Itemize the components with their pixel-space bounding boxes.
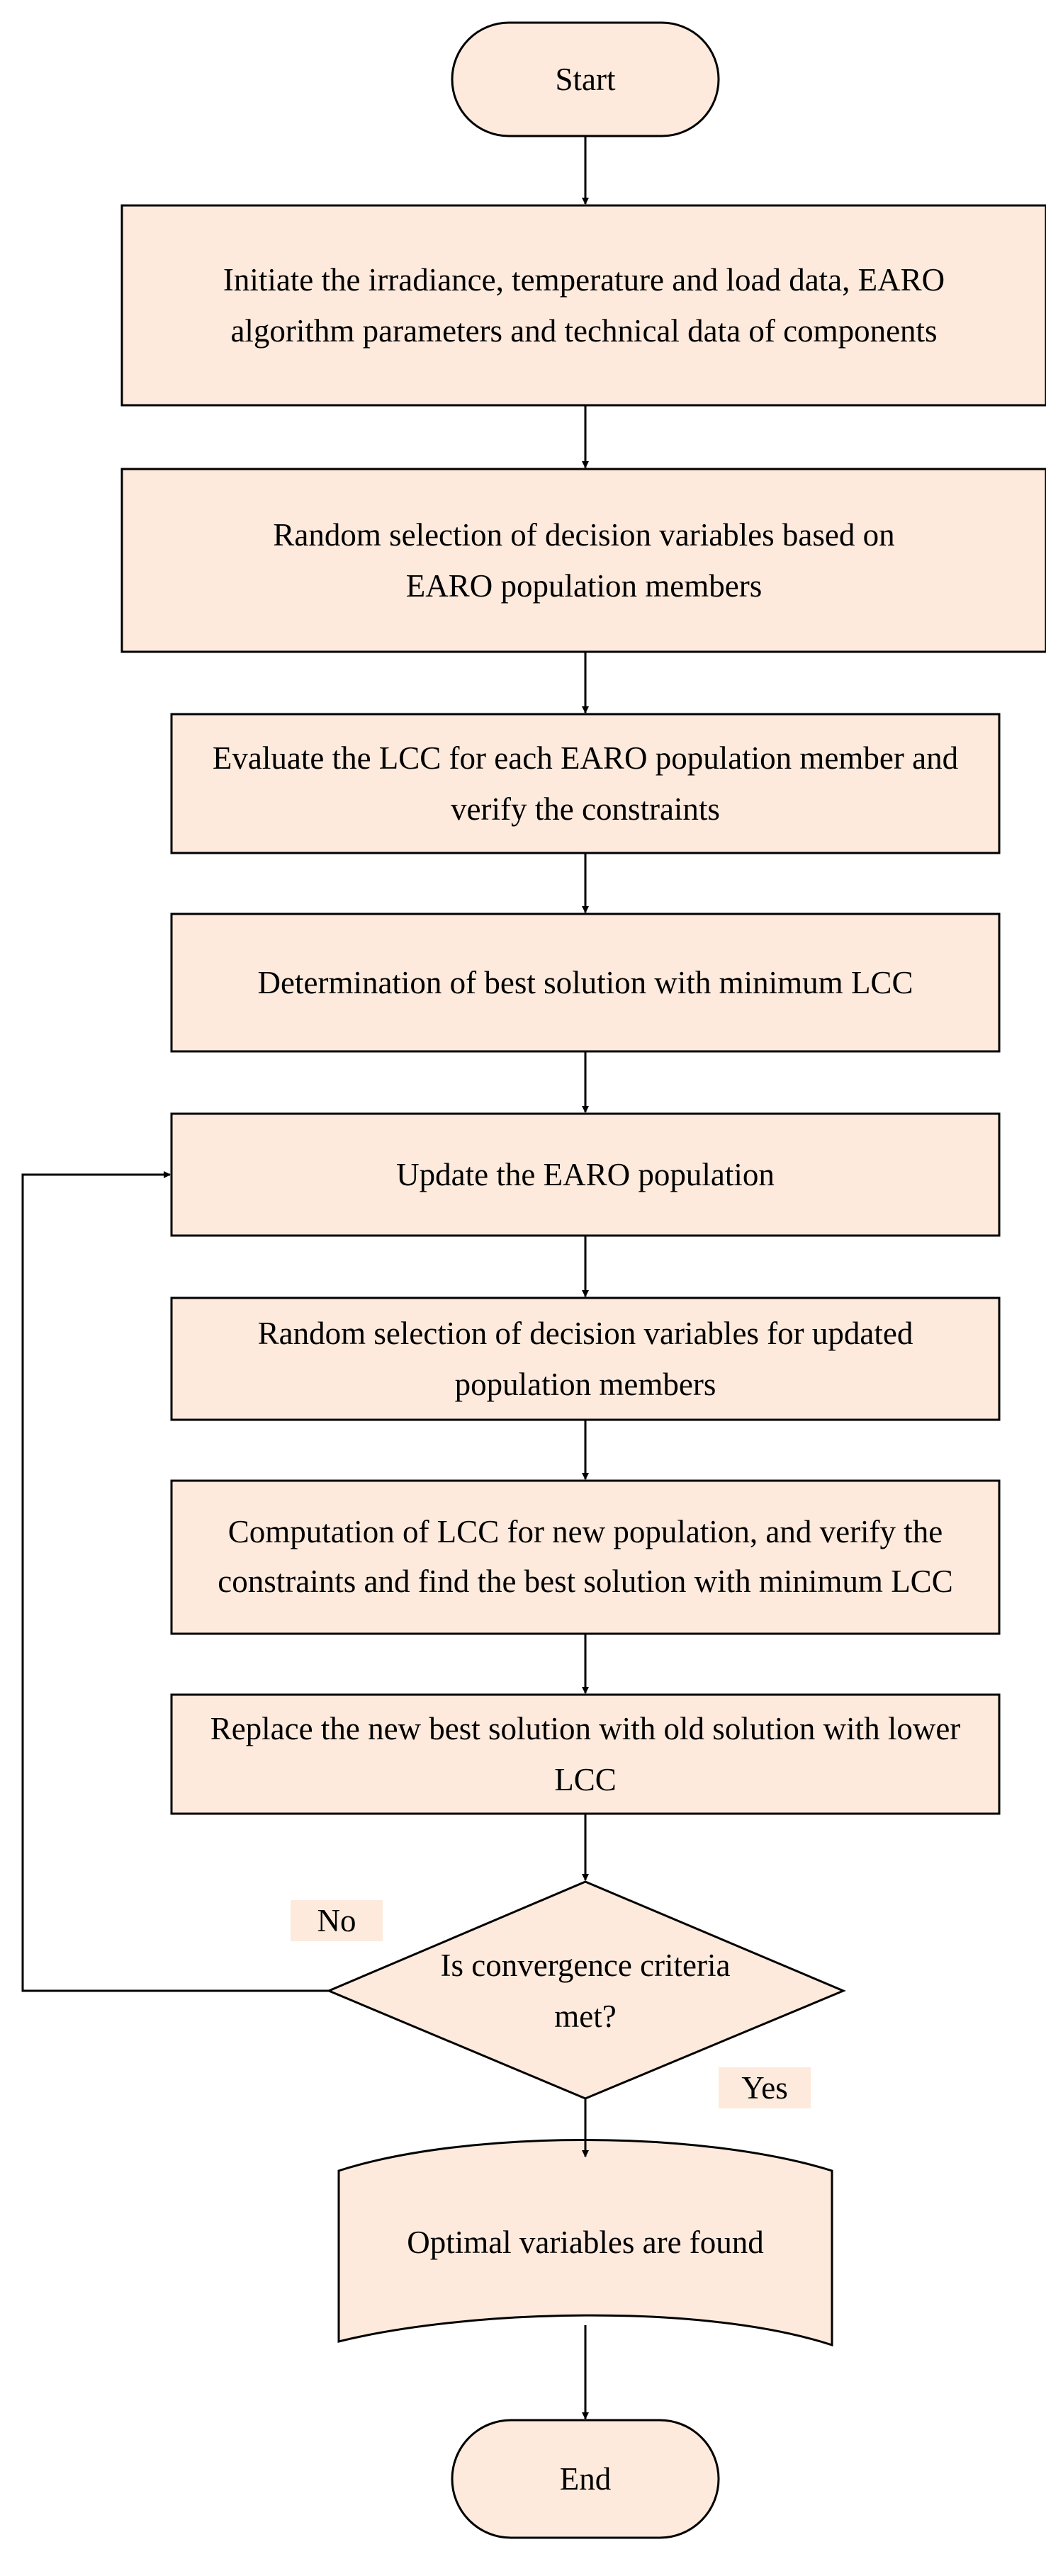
step-update-population-label: Update the EARO population: [396, 1157, 775, 1192]
decision-label: Is convergence criteria met?: [440, 1948, 731, 2034]
step-update-population-box: [170, 1112, 1001, 1237]
step-random-updated-box: [170, 1297, 1001, 1421]
step-init-box: [120, 204, 1046, 407]
no-label-bg: [291, 1900, 383, 1941]
step-replace-solution-label: Replace the new best solution with old s…: [210, 1711, 961, 1797]
step-random-selection-label: Random selection of decision variables b…: [273, 517, 895, 604]
step-random-updated-label: Random selection of decision variables f…: [257, 1316, 913, 1402]
yes-label: Yes: [741, 2070, 788, 2106]
step-best-solution-label: Determination of best solution with mini…: [257, 965, 913, 1000]
step-replace-solution-box: [170, 1693, 1001, 1815]
start-label: Start: [555, 62, 616, 97]
step-best-solution-box: [170, 913, 1001, 1053]
output-document-shape: [337, 2139, 833, 2347]
yes-label-bg: [719, 2067, 811, 2108]
step-init-label: Initiate the irradiance, temperature and…: [223, 262, 945, 349]
step-compute-lcc-label: Computation of LCC for new population, a…: [218, 1514, 953, 1599]
step-evaluate-lcc-label: Evaluate the LCC for each EARO populatio…: [212, 740, 959, 827]
end-terminal: [451, 2419, 720, 2539]
step-evaluate-lcc-box: [170, 713, 1001, 854]
no-label: No: [317, 1903, 356, 1938]
step-compute-lcc-box: [170, 1479, 1001, 1635]
output-label: Optimal variables are found: [407, 2225, 764, 2260]
step-random-selection-box: [120, 468, 1046, 653]
arrow-no-loop-back: [21, 1171, 329, 1992]
end-label: End: [559, 2461, 612, 2497]
